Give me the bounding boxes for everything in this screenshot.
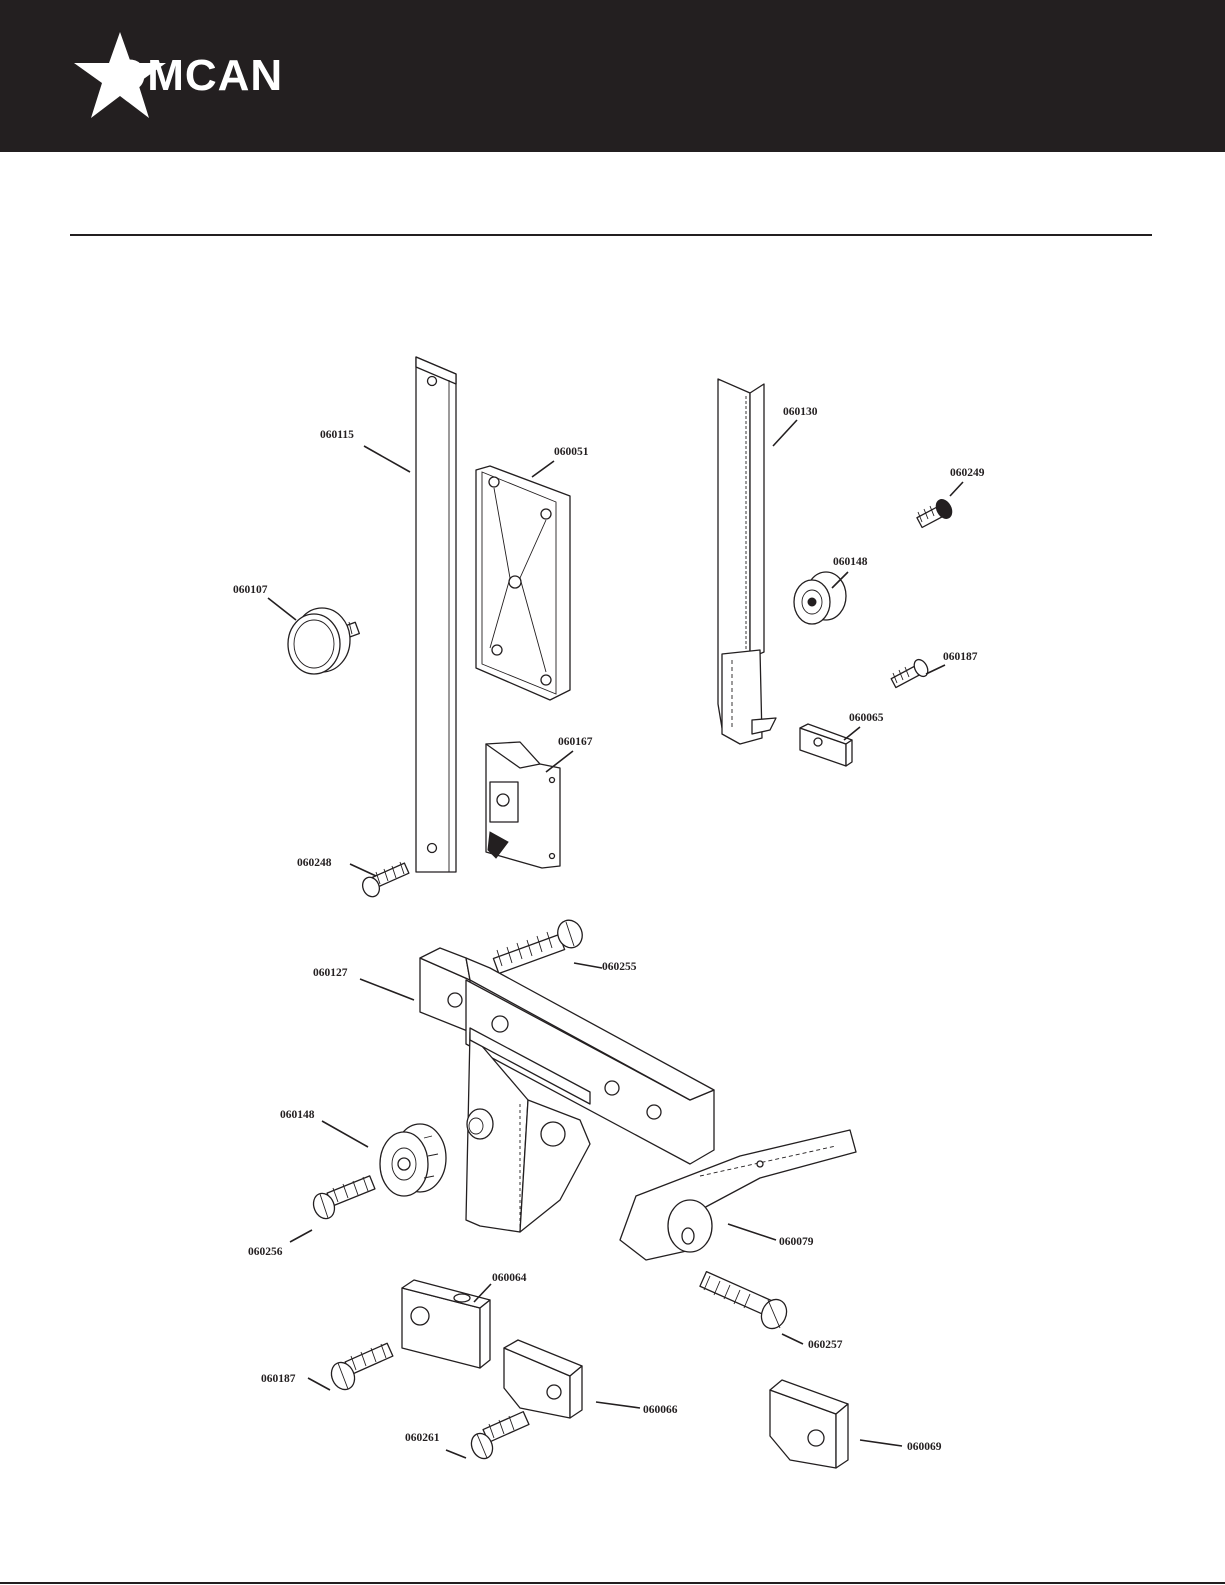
leader-lines <box>268 420 963 1458</box>
part-060256-screw <box>310 1176 375 1222</box>
part-060167-block <box>486 742 560 868</box>
label-060069: 060069 <box>907 1441 942 1453</box>
label-060064: 060064 <box>492 1272 527 1284</box>
label-060127: 060127 <box>313 967 348 979</box>
label-060187-lower: 060187 <box>261 1373 296 1385</box>
label-060148-lower: 060148 <box>280 1109 315 1121</box>
part-060187-screw-lower <box>327 1343 393 1393</box>
label-060148-upper: 060148 <box>833 556 868 568</box>
part-060249-screw <box>917 497 955 528</box>
part-060148-bearing-lower <box>380 1124 446 1196</box>
label-060115: 060115 <box>320 429 354 441</box>
part-060107-knob <box>288 608 359 674</box>
part-060148-bearing-upper <box>794 572 846 624</box>
part-060065-block <box>800 724 852 766</box>
part-060064-block <box>402 1280 490 1368</box>
part-060115-bar <box>416 357 456 872</box>
part-060257-screw <box>700 1272 791 1333</box>
label-060187-upper: 060187 <box>943 651 978 663</box>
part-060248-screw <box>360 862 409 899</box>
label-060051: 060051 <box>554 446 589 458</box>
part-060130-angle-bar <box>718 379 776 744</box>
part-060079-lever <box>620 1130 856 1260</box>
label-060167: 060167 <box>558 736 593 748</box>
label-060066: 060066 <box>643 1404 678 1416</box>
part-060051-plate <box>476 466 570 700</box>
bottom-divider <box>0 1582 1225 1584</box>
label-060065: 060065 <box>849 712 884 724</box>
part-060255-bolt <box>493 917 586 974</box>
label-060255: 060255 <box>602 961 637 973</box>
part-060187-screw-upper <box>891 657 930 687</box>
label-060261: 060261 <box>405 1432 440 1444</box>
part-060066-block <box>504 1340 582 1418</box>
part-060261-screw <box>468 1412 529 1462</box>
label-060257: 060257 <box>808 1339 843 1351</box>
label-060079: 060079 <box>779 1236 814 1248</box>
part-labels: 060115 060051 060130 060249 060148 06010… <box>233 406 985 1453</box>
part-060069-block <box>770 1380 848 1468</box>
label-060107: 060107 <box>233 584 268 596</box>
label-060256: 060256 <box>248 1246 283 1258</box>
label-060248: 060248 <box>297 857 332 869</box>
label-060130: 060130 <box>783 406 818 418</box>
label-060249: 060249 <box>950 467 985 479</box>
